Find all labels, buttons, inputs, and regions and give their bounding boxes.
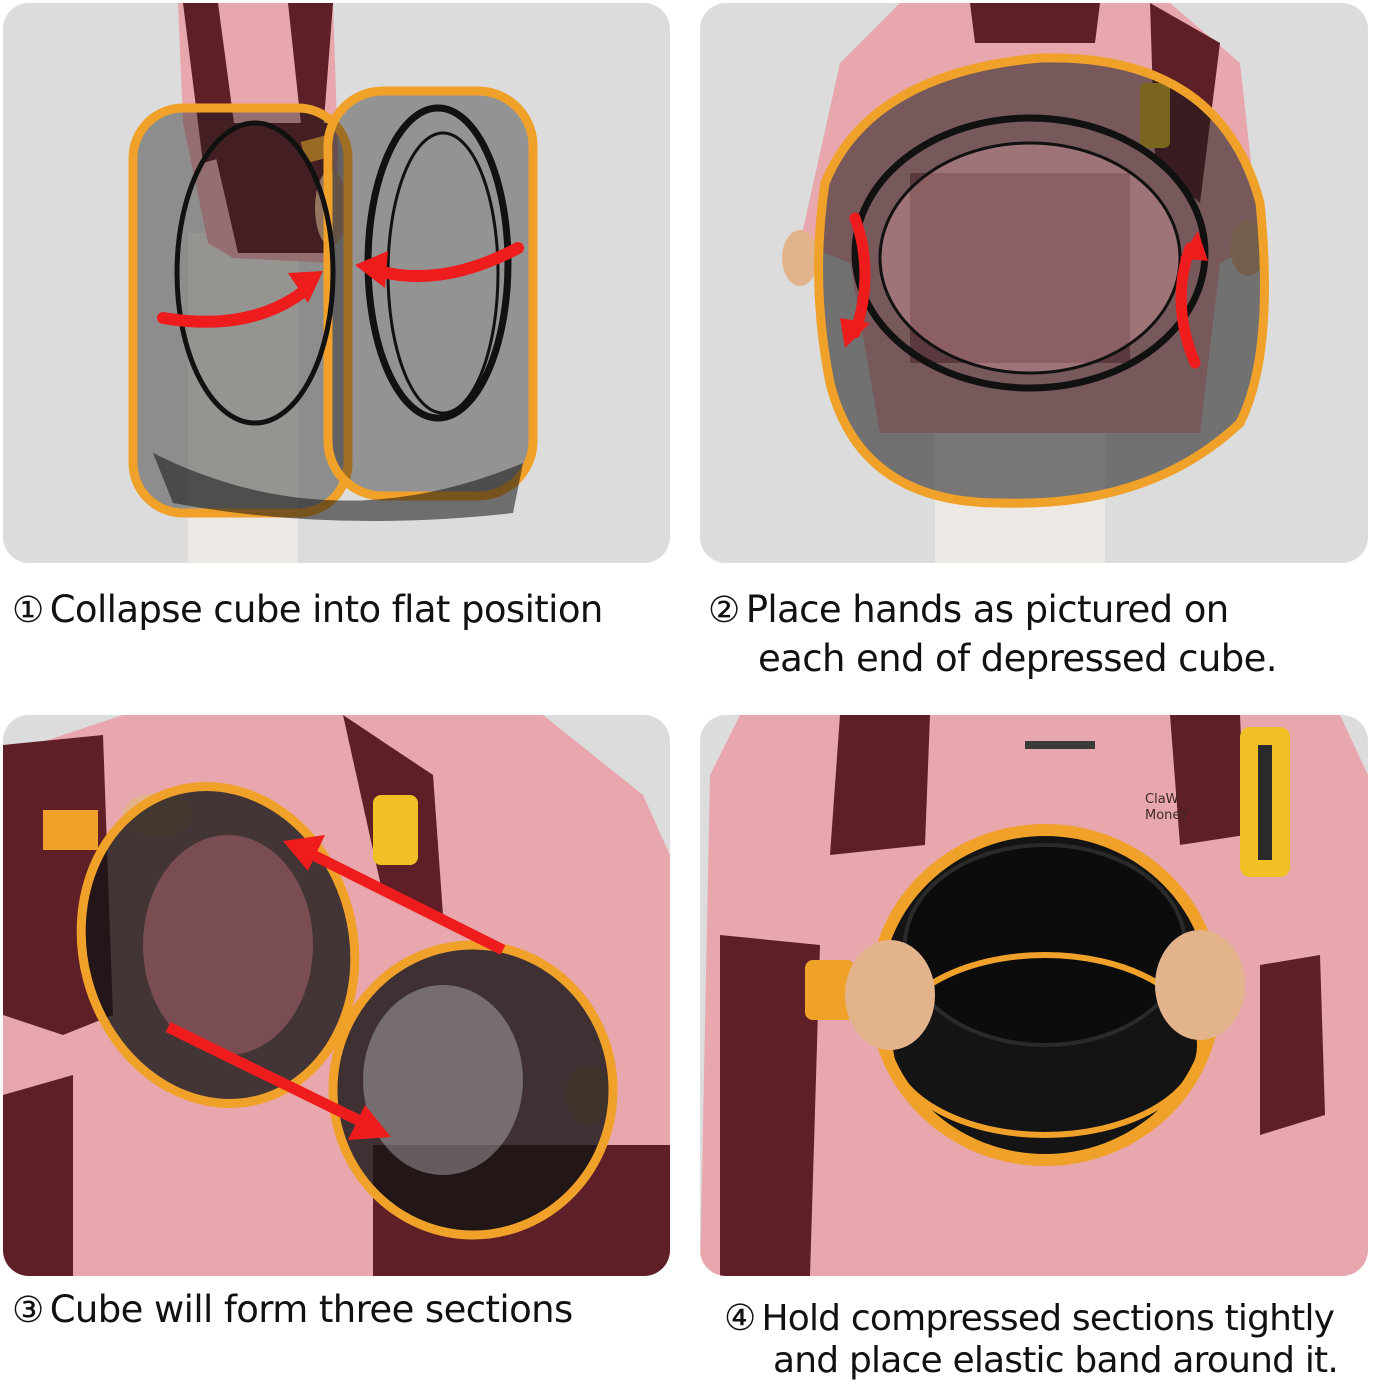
step-4-photo: ClaW MoneY	[700, 715, 1368, 1276]
step-2-illustration	[782, 3, 1269, 563]
step-1-text: Collapse cube into flat position	[49, 588, 604, 631]
svg-text:ClaW: ClaW	[1145, 792, 1179, 807]
step-1-photo	[3, 3, 670, 563]
step-4-text-line1: Hold compressed sections tightly	[761, 1298, 1335, 1339]
step-4-illustration: ClaW MoneY	[700, 715, 1368, 1276]
step-4-text-line2: and place elastic band around it.	[773, 1340, 1339, 1381]
step-2-text-line1: Place hands as pictured on	[745, 588, 1230, 631]
step-2-photo	[700, 3, 1368, 563]
jacket-logo: ClaW MoneY	[1145, 792, 1188, 823]
step-1-illustration	[128, 3, 538, 563]
step-4-number: ④	[724, 1298, 756, 1339]
step-1-number: ①	[12, 590, 44, 631]
step-3-number: ③	[12, 1290, 44, 1331]
step-2-text-line2: each end of depressed cube.	[758, 637, 1278, 680]
svg-text:MoneY: MoneY	[1145, 808, 1188, 823]
step-3-photo	[3, 715, 670, 1276]
step-3-illustration	[3, 715, 670, 1276]
step-2-number: ②	[708, 590, 740, 631]
step-3-text: Cube will form three sections	[49, 1288, 574, 1331]
